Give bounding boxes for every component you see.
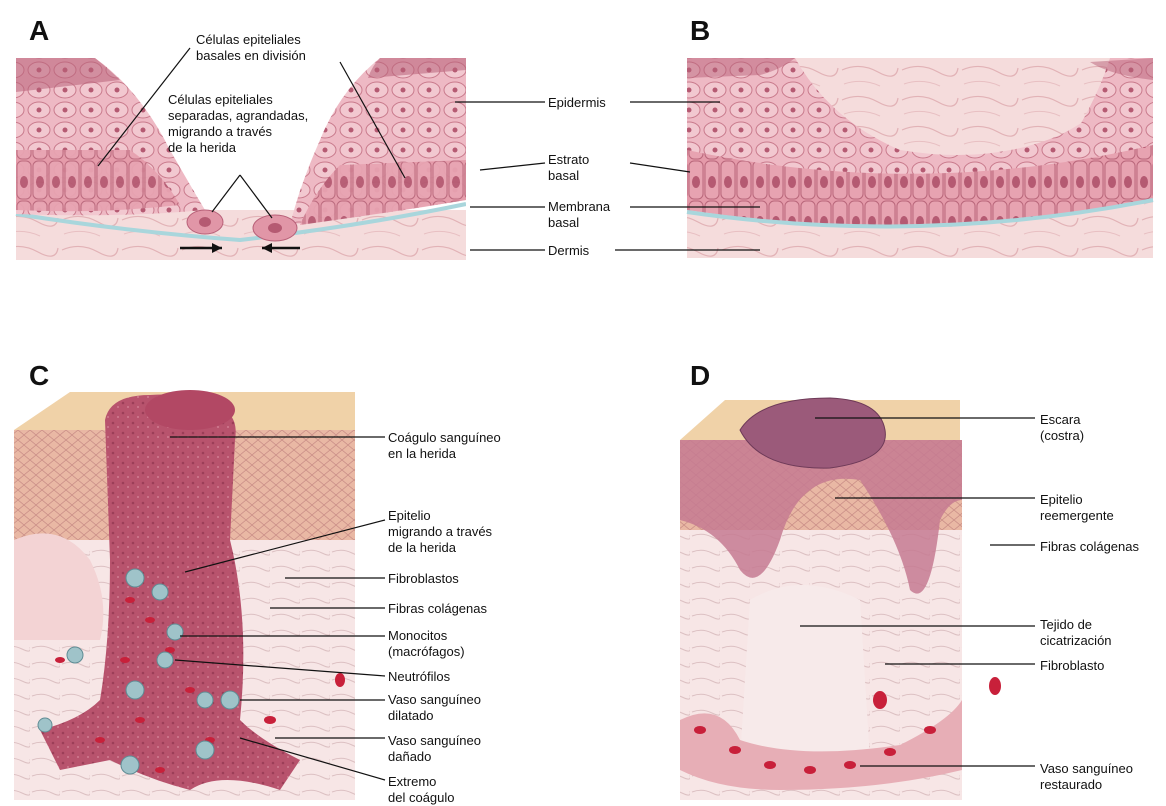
label-vaso-danado: Vaso sanguíneo dañado [388, 733, 481, 765]
panel-d-illustration [680, 398, 1035, 800]
label-fibras-colagenas-d: Fibras colágenas [1040, 539, 1139, 555]
panel-b-illustration [615, 58, 1153, 258]
label-membrana-basal: Membrana basal [548, 199, 610, 231]
label-epitelio-migrando: Epitelio migrando a través de la herida [388, 508, 492, 556]
label-fibras-colagenas-c: Fibras colágenas [388, 601, 487, 617]
label-migrating-cells: Células epiteliales separadas, agrandada… [168, 92, 308, 155]
label-tejido-cicatrizacion: Tejido de cicatrización [1040, 617, 1112, 649]
label-vaso-restaurado: Vaso sanguíneo restaurado [1040, 761, 1133, 793]
label-dermis: Dermis [548, 243, 589, 259]
panel-c-illustration [14, 390, 385, 800]
label-epitelio-reemergente: Epitelio reemergente [1040, 492, 1114, 524]
label-estrato-basal: Estrato basal [548, 152, 589, 184]
label-fibroblasto: Fibroblasto [1040, 658, 1104, 674]
label-extremo-coagulo: Extremo del coágulo [388, 774, 455, 806]
label-neutrofilos: Neutrófilos [388, 669, 450, 685]
label-escara: Escara (costra) [1040, 412, 1084, 444]
label-coagulo-sanguineo: Coágulo sanguíneo en la herida [388, 430, 501, 462]
label-monocitos: Monocitos (macrófagos) [388, 628, 465, 660]
label-basal-dividing-cells: Células epiteliales basales en división [196, 32, 306, 64]
label-fibroblastos: Fibroblastos [388, 571, 459, 587]
label-epidermis: Epidermis [548, 95, 606, 111]
label-vaso-dilatado: Vaso sanguíneo dilatado [388, 692, 481, 724]
